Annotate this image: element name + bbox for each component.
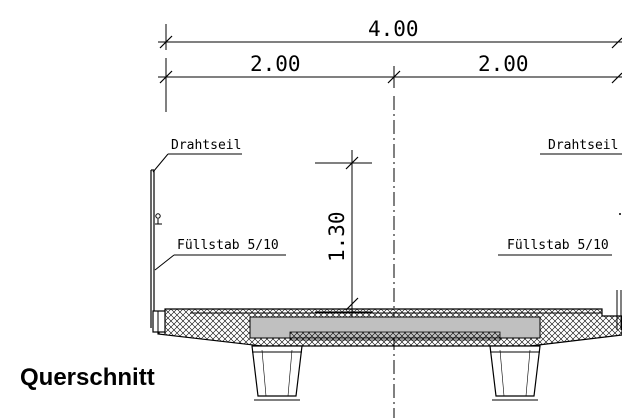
dimension-height-label: 1.30 (325, 211, 349, 262)
dimension-halves: 2.00 2.00 (158, 52, 622, 112)
dimension-right-label: 2.00 (478, 52, 529, 76)
svg-text:Füllstab 5/10: Füllstab 5/10 (177, 238, 279, 253)
label-cable-left: Drahtseil (152, 138, 242, 173)
label-infill-right: Füllstab 5/10 (498, 238, 612, 256)
label-infill-left: Füllstab 5/10 (154, 238, 286, 271)
railing-post-right (616, 213, 622, 330)
svg-text:Drahtseil: Drahtseil (171, 138, 241, 153)
drawing-title: Querschnitt (20, 364, 155, 391)
deck-slab (152, 308, 622, 347)
dimension-left-label: 2.00 (250, 52, 301, 76)
pier-left (251, 345, 303, 401)
label-cable-right: Drahtseil (540, 138, 622, 155)
dimension-height: 1.30 (315, 150, 372, 320)
railing-post-left (150, 169, 162, 328)
svg-text:Füllstab 5/10: Füllstab 5/10 (507, 238, 609, 253)
dimension-total: 4.00 (158, 17, 622, 50)
svg-text:Drahtseil: Drahtseil (548, 138, 618, 153)
dimension-total-label: 4.00 (368, 17, 419, 41)
pier-right (489, 345, 541, 401)
